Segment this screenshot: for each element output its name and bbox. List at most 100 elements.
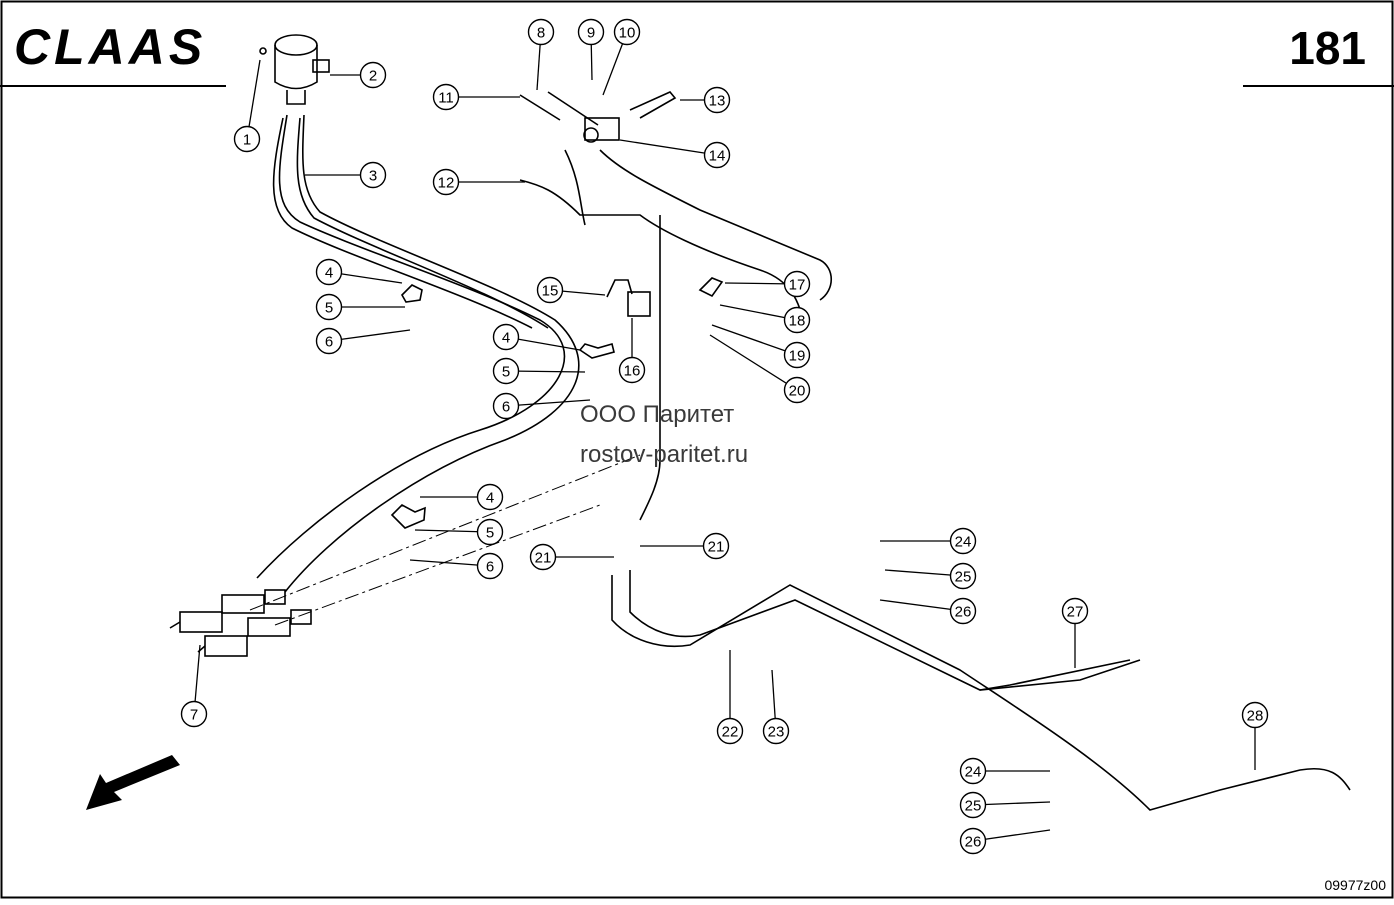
- callout-4: 4: [492, 323, 581, 351]
- return-pipe-13: [629, 91, 677, 119]
- callout-number: 28: [1247, 708, 1264, 725]
- callout-26: 26: [879, 597, 977, 625]
- callout-number: 19: [789, 348, 806, 365]
- callout-circle: [959, 791, 987, 819]
- clip-15: [606, 279, 633, 298]
- suction-hose-d: [296, 117, 549, 329]
- callout-leader: [246, 59, 261, 140]
- callout-number: 6: [502, 399, 510, 416]
- drawing-code: 09977z00: [1324, 877, 1386, 893]
- callout-24: 24: [959, 757, 1050, 785]
- callout-circle: [492, 323, 520, 351]
- watermark-line1: ООО Паритет: [580, 401, 734, 428]
- centerline-a: [249, 454, 641, 611]
- callout-number: 21: [708, 539, 725, 556]
- callout-circle: [527, 18, 555, 46]
- callout-circle: [702, 532, 730, 560]
- callout-10: 10: [602, 18, 641, 96]
- callout-circle: [618, 356, 646, 384]
- callout-number: 25: [955, 569, 972, 586]
- callout-circle: [1241, 701, 1269, 729]
- callout-3: 3: [305, 161, 387, 189]
- callout-circle: [432, 168, 460, 196]
- callout-8: 8: [527, 18, 555, 91]
- callout-leader: [709, 334, 798, 391]
- callout-circle: [536, 276, 564, 304]
- callout-15: 15: [536, 276, 606, 304]
- callout-leader: [711, 324, 798, 356]
- callout-number: 16: [624, 363, 641, 380]
- callout-circle: [949, 527, 977, 555]
- watermark-line2: rostov-paritet.ru: [580, 441, 748, 468]
- callout-circle: [703, 141, 731, 169]
- callout-number: 10: [619, 25, 636, 42]
- callout-13: 13: [680, 86, 731, 114]
- callout-1: 1: [233, 59, 261, 153]
- callout-number: 15: [542, 283, 559, 300]
- suction-hose-a: [256, 114, 566, 579]
- callout-number: 18: [789, 313, 806, 330]
- callout-circle: [233, 125, 261, 153]
- callout-number: 5: [502, 364, 510, 381]
- callout-number: 26: [965, 834, 982, 851]
- clamp-17: [698, 277, 724, 298]
- master-cylinder-upper: [169, 589, 286, 633]
- callout-circle: [492, 392, 520, 420]
- callout-number: 6: [325, 334, 333, 351]
- callout-number: 27: [1067, 604, 1084, 621]
- callout-circle: [703, 86, 731, 114]
- lower-pipe-b: [629, 570, 1141, 691]
- callout-leader: [409, 559, 491, 567]
- callout-circle: [315, 293, 343, 321]
- callout-number: 11: [438, 90, 454, 107]
- callout-6: 6: [315, 327, 411, 355]
- callout-number: 5: [325, 300, 333, 317]
- callout-circle: [476, 483, 504, 511]
- suction-hose-b: [284, 114, 580, 593]
- callout-circle: [315, 258, 343, 286]
- callout-leader: [505, 399, 591, 407]
- brand-logo: CLAAS: [14, 19, 206, 75]
- callout-5: 5: [414, 518, 504, 546]
- valve-block: [519, 91, 620, 143]
- callout-circle: [783, 306, 811, 334]
- callout-circle: [492, 357, 520, 385]
- bracket-16: [627, 291, 651, 317]
- callout-26: 26: [959, 827, 1051, 855]
- callout-number: 24: [965, 764, 982, 781]
- callout-21: 21: [529, 543, 614, 571]
- callout-number: 8: [537, 25, 545, 42]
- callout-number: 4: [325, 265, 333, 282]
- callout-6: 6: [409, 552, 504, 580]
- callout-7: 7: [180, 644, 208, 728]
- callout-circle: [476, 552, 504, 580]
- callout-circle: [949, 597, 977, 625]
- centerline-b: [274, 504, 601, 626]
- callout-circle: [613, 18, 641, 46]
- callout-number: 6: [486, 559, 494, 576]
- callout-number: 20: [789, 383, 806, 400]
- callout-circle: [476, 518, 504, 546]
- callout-number: 17: [789, 277, 806, 294]
- callout-circle: [432, 83, 460, 111]
- callout-leader: [619, 139, 718, 156]
- callout-circle: [783, 341, 811, 369]
- page-number: 181: [1289, 22, 1366, 74]
- callout-6: 6: [492, 392, 591, 420]
- reservoir-tank: [259, 34, 330, 105]
- callout-25: 25: [959, 791, 1051, 819]
- callout-number: 9: [587, 25, 595, 42]
- callout-number: 12: [438, 175, 455, 192]
- clamp-4-mid: [578, 343, 615, 359]
- callout-18: 18: [719, 304, 811, 334]
- callout-circle: [180, 700, 208, 728]
- callout-circle: [315, 327, 343, 355]
- callout-17: 17: [724, 270, 811, 298]
- callout-circle: [959, 827, 987, 855]
- callout-4: 4: [420, 483, 504, 511]
- callout-number: 25: [965, 798, 982, 815]
